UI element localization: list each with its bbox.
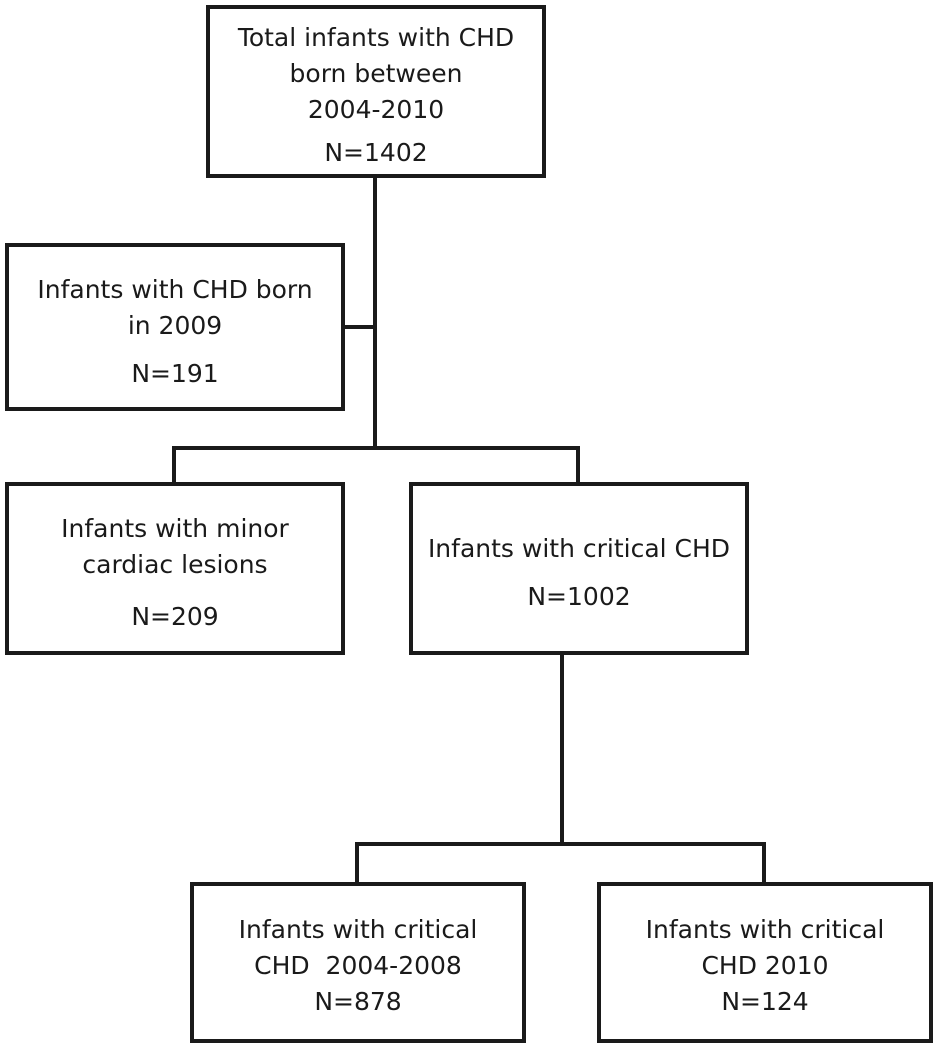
connector-to-critical-2004-2008: [355, 842, 359, 884]
node-total-line-1: Total infants with CHD: [237, 23, 515, 52]
connector-total-trunk: [373, 176, 377, 448]
node-minor-count: N=209: [131, 602, 219, 631]
node-total: Total infants with CHD born between 2004…: [206, 5, 546, 178]
node-critical-count: N=1002: [527, 582, 631, 611]
node-critical-2010: Infants with critical CHD 2010 N=124: [597, 882, 933, 1043]
node-born-2009-line-2: in 2009: [127, 311, 223, 340]
node-total-count: N=1402: [324, 138, 428, 167]
node-critical-2010-line-1: Infants with critical: [645, 915, 885, 944]
node-total-line-2: born between: [289, 59, 463, 88]
connector-to-critical: [576, 446, 580, 484]
node-critical-2004-2008-line-1: Infants with critical: [238, 915, 478, 944]
node-minor-line-2: cardiac lesions: [82, 550, 268, 579]
connector-to-critical-2010: [762, 842, 766, 884]
node-critical-2004-2008-line-2: CHD 2004-2008: [254, 951, 462, 980]
connector-to-born-2009: [343, 325, 377, 329]
node-critical-2004-2008: Infants with critical CHD 2004-2008 N=87…: [190, 882, 526, 1043]
node-born-2009-count: N=191: [131, 359, 219, 388]
node-critical-line-1: Infants with critical CHD: [427, 534, 731, 563]
node-critical-2010-line-2: CHD 2010: [701, 951, 829, 980]
node-minor: Infants with minor cardiac lesions N=209: [5, 482, 345, 655]
node-born-2009: Infants with CHD born in 2009 N=191: [5, 243, 345, 411]
connector-split-bottom: [355, 842, 766, 846]
connector-critical-trunk: [560, 654, 564, 844]
node-total-line-3: 2004-2010: [307, 95, 445, 124]
node-critical-2010-count: N=124: [721, 987, 809, 1016]
connector-to-minor: [172, 446, 176, 484]
node-critical: Infants with critical CHD N=1002: [409, 482, 749, 655]
node-minor-line-1: Infants with minor: [61, 514, 289, 543]
connector-split-top: [172, 446, 580, 450]
node-critical-2004-2008-count: N=878: [314, 987, 402, 1016]
node-born-2009-line-1: Infants with CHD born: [37, 275, 313, 304]
